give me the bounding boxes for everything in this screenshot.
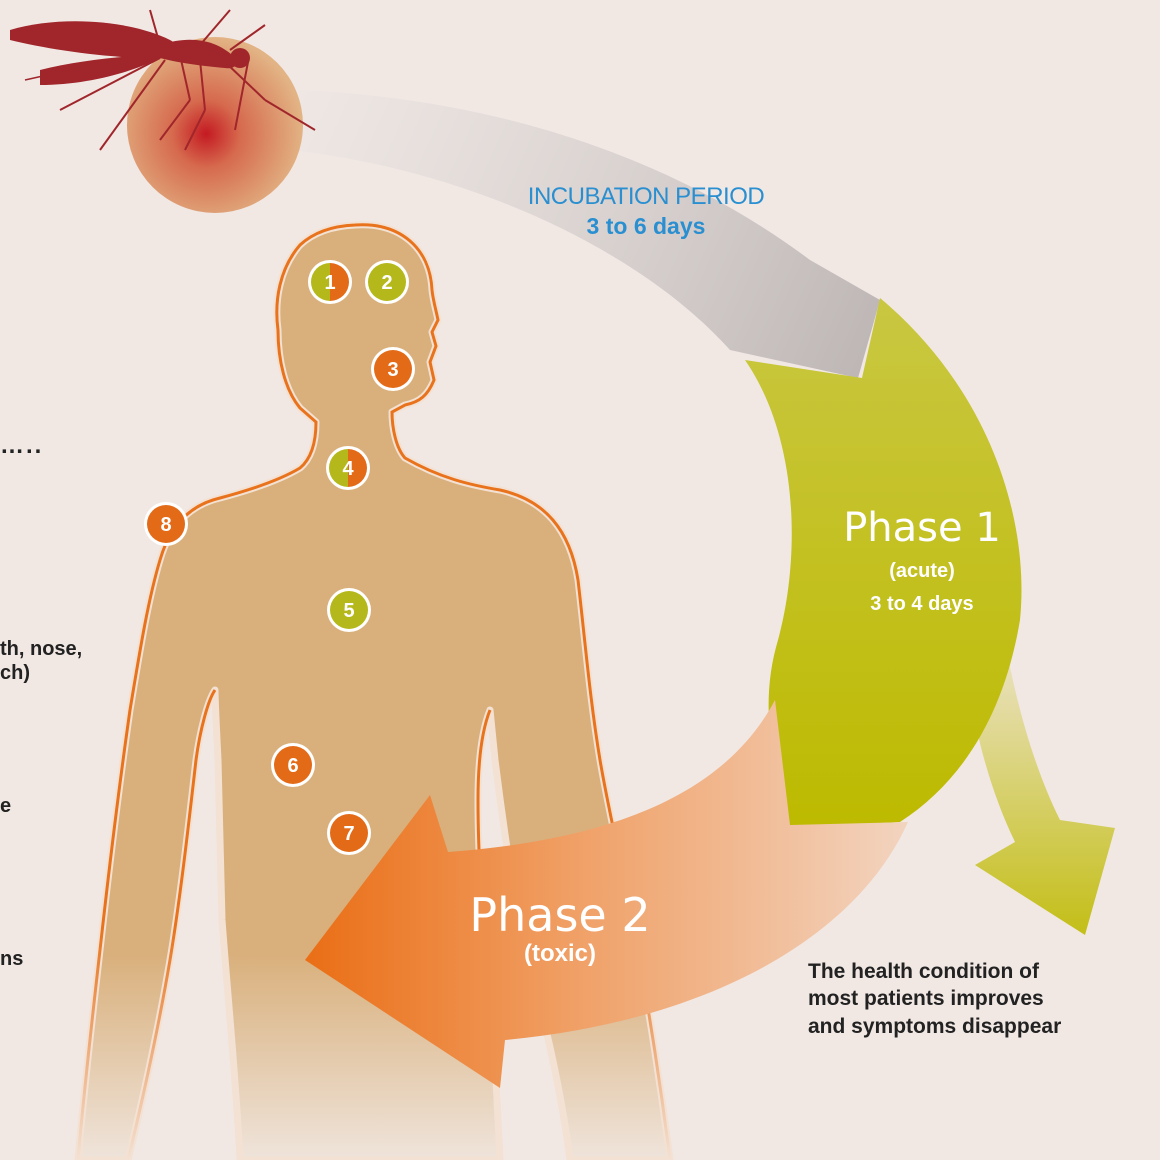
outcome-line-3: and symptoms disappear — [808, 1013, 1148, 1040]
marker-1: 1 — [308, 260, 352, 304]
outcome-text: The health condition of most patients im… — [808, 958, 1148, 1040]
left-text-line-d: ns — [0, 947, 23, 971]
marker-4: 4 — [326, 446, 370, 490]
phase1-duration: 3 to 4 days — [822, 593, 1022, 616]
incubation-duration: 3 to 6 days — [476, 213, 816, 240]
marker-7: 7 — [327, 811, 371, 855]
left-text-line-a: th, nose, — [0, 637, 82, 661]
marker-number: 3 — [387, 359, 398, 381]
phase2-subtitle: (toxic) — [445, 940, 675, 968]
phase2-title: Phase 2 — [445, 888, 675, 942]
marker-number: 6 — [287, 755, 298, 777]
marker-number: 2 — [381, 272, 392, 294]
phase1-subtitle: (acute) — [822, 560, 1022, 583]
marker-5: 5 — [327, 588, 371, 632]
marker-8: 8 — [144, 502, 188, 546]
marker-2: 2 — [365, 260, 409, 304]
marker-3: 3 — [371, 347, 415, 391]
incubation-title: INCUBATION PERIOD — [476, 183, 816, 211]
marker-number: 4 — [342, 458, 354, 480]
marker-number: 8 — [160, 514, 171, 536]
phase1-title: Phase 1 — [822, 505, 1022, 551]
marker-number: 7 — [343, 823, 354, 845]
outcome-line-2: most patients improves — [808, 985, 1148, 1012]
marker-number: 1 — [324, 272, 335, 294]
left-text-line-b: ch) — [0, 661, 30, 685]
marker-number: 5 — [343, 600, 354, 622]
left-dots: ….. — [0, 432, 43, 461]
left-text-line-c: e — [0, 794, 11, 818]
marker-6: 6 — [271, 743, 315, 787]
outcome-line-1: The health condition of — [808, 958, 1148, 985]
